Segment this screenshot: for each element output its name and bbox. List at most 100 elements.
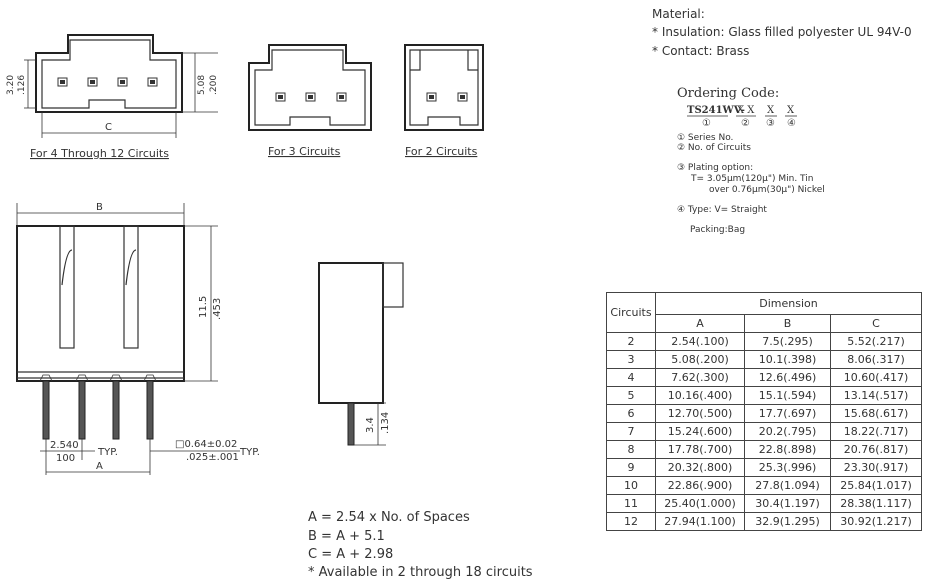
code-part-series: TS241WV- (687, 105, 745, 116)
top-view-2: For 2 Circuits (404, 44, 484, 158)
pin-length-in: .134 (380, 412, 391, 434)
side-view: 3.4 .134 (318, 262, 404, 446)
formula-a: A = 2.54 x No. of Spaces (308, 510, 470, 525)
dimension-cell: 18.22(.717) (830, 422, 922, 441)
ordering-series: ① Series No. (677, 133, 733, 143)
circuit-count-cell: 7 (606, 422, 656, 441)
circuit-count-cell: 9 (606, 458, 656, 477)
top-view-4-12: 3.20 .126 5.08 .200 C For 4 Through 12 C… (6, 34, 219, 160)
dimension-cell: 2.54(.100) (655, 332, 745, 351)
dimension-cell: 13.14(.517) (830, 386, 922, 405)
housing-body-side (318, 262, 384, 404)
circuit-count-cell: 8 (606, 440, 656, 459)
contact-pin (112, 380, 120, 440)
formula-b: B = A + 5.1 (308, 529, 385, 544)
dimension-cell: 5.08(.200) (655, 350, 745, 369)
housing-inner-4-12 (41, 39, 177, 109)
dimension-cell: 20.2(.795) (744, 422, 831, 441)
latch-slot-right (123, 225, 139, 349)
dimension-cell: 10.16(.400) (655, 386, 745, 405)
circuit-count-cell: 4 (606, 368, 656, 387)
dimension-cell: 7.62(.300) (655, 368, 745, 387)
dimension-cell: 27.8(1.094) (744, 476, 831, 495)
dim-a-label: A (96, 461, 103, 472)
dim-left-in: .126 (17, 75, 27, 95)
circuit-count-cell: 11 (606, 494, 656, 513)
caption-2: For 2 Circuits (405, 145, 478, 158)
pitch-mm: 2.540 (50, 440, 79, 451)
dimension-cell: 15.68(.617) (830, 404, 922, 423)
dimension-cell: 28.38(1.117) (830, 494, 922, 513)
column-header-a: A (655, 314, 745, 333)
material-insulation: * Insulation: Glass filled polyester UL … (652, 25, 912, 39)
contact-pins (39, 374, 157, 440)
dim-b-label: B (96, 202, 103, 213)
circuit-count-cell: 3 (606, 350, 656, 369)
dimension-cell: 10.1(.398) (744, 350, 831, 369)
dimension-cell: 10.60(.417) (830, 368, 922, 387)
code-num-2: ② (741, 118, 750, 129)
contact-pin-side (347, 402, 355, 446)
dimension-cell: 32.9(1.295) (744, 512, 831, 531)
ordering-title: Ordering Code: (677, 86, 779, 101)
dimension-cell: 20.32(.800) (655, 458, 745, 477)
dimension-cell: 25.84(1.017) (830, 476, 922, 495)
pin-size-typ: TYP. (239, 447, 260, 458)
contact-pin (78, 380, 86, 440)
dimension-cell: 30.92(1.217) (830, 512, 922, 531)
dim-left-mm: 3.20 (6, 75, 16, 95)
circuit-count-cell: 5 (606, 386, 656, 405)
pitch-in: 100 (56, 453, 75, 464)
housing-outline-2 (404, 44, 484, 131)
ordering-type: ④ Type: V= Straight (677, 205, 767, 215)
pin-length-mm: 3.4 (365, 417, 376, 433)
dimension-cell: 20.76(.817) (830, 440, 922, 459)
dimension-cell: 5.52(.217) (830, 332, 922, 351)
dimension-cell: 25.40(1.000) (655, 494, 745, 513)
dimension-cell: 12.6(.496) (744, 368, 831, 387)
dimension-cell: 30.4(1.197) (744, 494, 831, 513)
circuits-header: Circuits (606, 292, 656, 333)
code-num-3: ③ (766, 118, 775, 129)
dimension-cell: 7.5(.295) (744, 332, 831, 351)
housing-outline-3 (248, 44, 372, 131)
housing-inner-3 (254, 49, 366, 126)
column-header-c: C (830, 314, 922, 333)
ordering-plating-nickel: over 0.76μm(30μ") Nickel (709, 185, 825, 195)
dim-height-in: .453 (212, 298, 223, 320)
formula-c: C = A + 2.98 (308, 547, 393, 562)
contact-pin (146, 380, 154, 440)
circuit-count-cell: 12 (606, 512, 656, 531)
dimension-cell: 15.1(.594) (744, 386, 831, 405)
caption-3: For 3 Circuits (268, 145, 341, 158)
dim-right-mm: 5.08 (197, 75, 207, 95)
circuit-count-cell: 2 (606, 332, 656, 351)
top-view-3: For 3 Circuits (248, 44, 372, 158)
material-contact: * Contact: Brass (652, 44, 749, 58)
dim-right-in: .200 (209, 75, 219, 95)
housing-inner-2 (409, 49, 479, 126)
dimension-header: Dimension (655, 292, 922, 315)
code-num-1: ① (702, 118, 711, 129)
column-header-b: B (744, 314, 831, 333)
contact-pin (42, 380, 50, 440)
dimension-cell: 25.3(.996) (744, 458, 831, 477)
latch-side (382, 262, 404, 308)
circuit-count-cell: 10 (606, 476, 656, 495)
code-part-type: X (787, 105, 795, 116)
pin-pads-4-12 (57, 77, 158, 87)
code-part-plating: X (767, 105, 775, 116)
dimension-cell: 22.8(.898) (744, 440, 831, 459)
pitch-typ: TYP. (97, 447, 118, 458)
pin-size-mm: □0.64±0.02 (175, 439, 237, 450)
